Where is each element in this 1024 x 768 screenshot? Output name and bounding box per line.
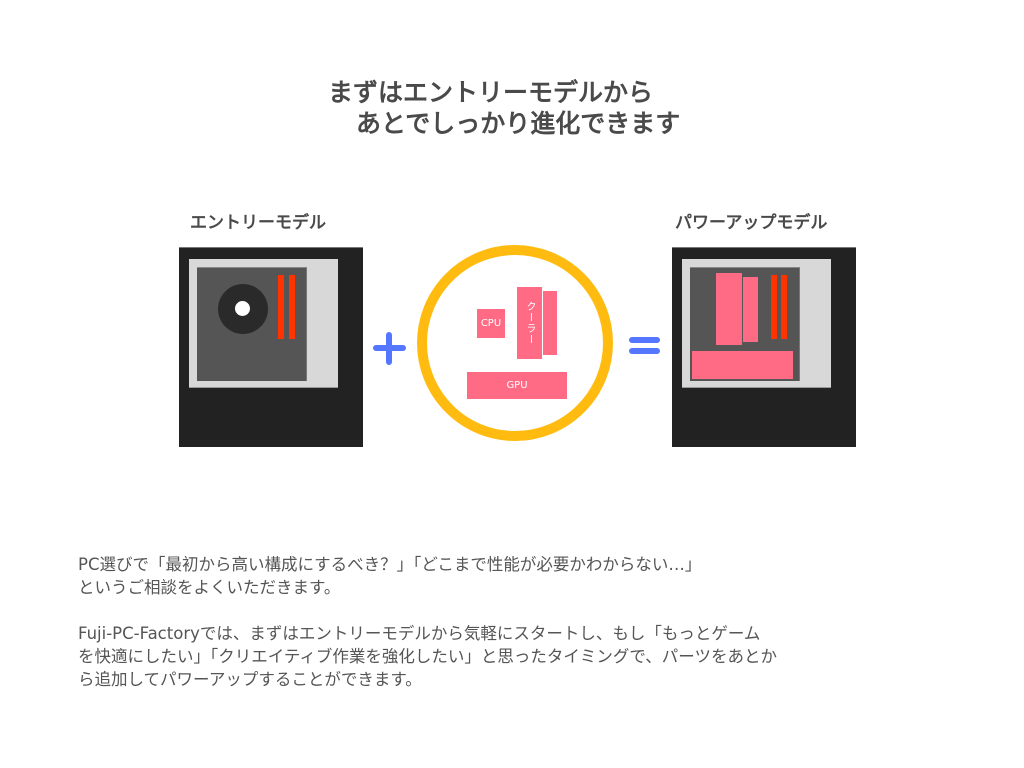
powerup-pc-case [672,247,856,447]
gpu-part: GPU [467,372,567,399]
powerup-model-label: パワーアップモデル [675,213,828,233]
text-line: PC選びで「最初から高い構成にするべき？」「どこまで性能が必要かわからない…」 [78,555,702,574]
installed-cooler-radiator [743,277,758,342]
memory-stick [781,275,787,339]
entry-pc-side-panel [189,259,338,388]
heading-line-1: まずはエントリーモデルから [328,78,654,107]
text-line: を快適にしたい」「クリエイティブ作業を強化したい」と思ったタイミングで、パーツを… [78,647,777,666]
fan-hub [235,301,250,316]
plus-icon [373,332,406,365]
heading-line-2: あとでしっかり進化できます [356,109,681,138]
memory-stick [278,275,284,339]
entry-pc-motherboard [197,267,307,381]
powerup-pc-motherboard [690,267,800,381]
text-line: というご相談をよくいただきます。 [78,578,341,597]
installed-gpu [692,351,793,379]
memory-stick [771,275,777,339]
description-paragraph-1: PC選びで「最初から高い構成にするべき？」「どこまで性能が必要かわからない…」 … [78,553,701,599]
upgrade-parts-circle [417,245,613,441]
cooler-part-label: クーラー [524,301,535,345]
entry-pc-case [179,247,363,447]
memory-stick [289,275,295,339]
text-line: ら追加してパワーアップすることができます。 [78,670,422,689]
equals-icon [629,337,660,357]
entry-model-label: エントリーモデル [190,213,326,233]
text-line: Fuji-PC-Factoryでは、まずはエントリーモデルから気軽にスタートし、… [78,624,761,643]
cooler-part: クーラー [517,287,542,359]
powerup-pc-side-panel [682,259,831,388]
cpu-part: CPU [477,309,505,338]
installed-cooler [716,273,742,345]
stock-cooler-fan-icon [218,284,268,334]
cooler-radiator-part [543,291,557,355]
description-paragraph-2: Fuji-PC-Factoryでは、まずはエントリーモデルから気軽にスタートし、… [78,622,777,691]
